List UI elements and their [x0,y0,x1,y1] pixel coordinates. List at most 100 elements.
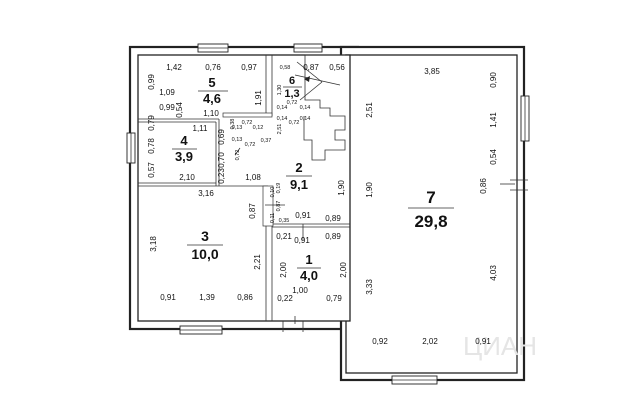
dim-label: 0,99 [159,103,175,112]
dim-label: 0,91 [294,236,310,245]
dim-label: 0,76 [205,63,221,72]
dim-label: 1,11 [193,124,209,133]
dim-label: 1,91 [254,90,263,106]
dim-label: 3,18 [149,236,158,252]
dim-label: 0,14 [277,116,288,122]
dim-label: 0,79 [147,115,156,131]
dim-label: 0,57 [147,162,156,178]
dim-label: 1,00 [292,286,308,295]
room-5-label: 5 4,6 [198,75,228,106]
dim-label: 0,72 [287,100,298,106]
dim-label: 1,10 [203,109,219,118]
dim-label: 0,10 [270,187,276,198]
dim-label: 0,72 [235,150,241,161]
dim-label: 3,85 [424,67,440,76]
room-2-area: 9,1 [290,177,308,192]
door-4 [234,147,241,156]
dim-label: 2,02 [422,337,438,346]
dim-label: 0,70 [217,152,226,168]
room-7-inner-wall [345,54,518,374]
dim-label: 3,33 [365,279,374,295]
room-7-label: 7 29,8 [408,188,454,231]
room-4-area: 3,9 [175,149,193,164]
dim-label: 0,37 [261,138,272,144]
room-4-number: 4 [180,133,188,148]
watermark: ЦИАН [463,331,537,361]
dim-label: 0,97 [241,63,257,72]
dim-label: 2,00 [339,262,348,278]
dim-label: 0,89 [325,214,341,223]
dim-label: 0,35 [279,218,290,224]
dim-label: 2,21 [253,254,262,270]
dim-label: 0,38 [230,119,236,130]
dim-label: 2,51 [365,102,374,118]
dim-label: 0,12 [253,125,264,131]
room-3-area: 10,0 [191,246,218,262]
dim-label: 0,21 [276,232,292,241]
dim-label: 0,91 [160,293,176,302]
room-5-number: 5 [208,75,215,90]
dim-label: 0,92 [372,337,388,346]
dim-label: 0,23 [217,168,226,184]
dim-label: 2,51 [277,124,283,135]
dim-label: 0,22 [277,294,293,303]
dim-label: 0,13 [232,137,243,143]
entrance-marker [282,179,528,332]
room-7-number: 7 [426,188,435,207]
dim-label: 0,72 [245,142,256,148]
dim-label: 1,41 [489,112,498,128]
room-6-number: 6 [289,75,295,87]
dim-label: 0,13 [232,125,243,131]
dim-label: 1,08 [245,173,261,182]
dim-label: 0,72 [289,120,300,126]
dim-label: 0,86 [479,178,488,194]
dim-label: 1,39 [199,293,215,302]
room-7-area: 29,8 [414,212,447,231]
room-2-label: 2 9,1 [286,160,312,192]
room-3-label: 3 10,0 [187,228,223,262]
dim-label: 0,87 [248,203,257,219]
staircase [294,54,346,161]
dim-label: 0,87 [276,201,282,212]
dim-label: 1,90 [365,182,374,198]
dim-label: 3,16 [198,189,214,198]
dim-label: 0,72 [242,120,253,126]
dim-label: 0,11 [270,213,276,223]
dim-label: 0,78 [147,138,156,154]
room-4-label: 4 3,9 [172,133,197,164]
room-1-number: 1 [305,252,312,267]
dim-label: 1,09 [159,88,175,97]
dim-label: 4,03 [489,265,498,281]
room-6-area: 1,3 [284,88,299,100]
dim-label: 1,90 [337,180,346,196]
room-1-area: 4,0 [300,268,318,283]
dim-label: 1,42 [166,63,182,72]
dim-label: 0,87 [303,63,319,72]
dim-label: 0,14 [300,105,311,111]
door-2-3 [262,185,274,227]
dim-label: 0,58 [280,65,291,71]
dim-label: 1,30 [277,85,283,96]
dim-label: 0,19 [276,183,282,194]
room-5-area: 4,6 [203,91,221,106]
dim-label: 0,91 [295,211,311,220]
dim-label: 0,14 [300,116,311,122]
dim-label: 0,54 [489,149,498,165]
room-6-label: 6 1,3 [283,75,302,100]
dim-label: 0,86 [237,293,253,302]
dim-label: 0,90 [489,72,498,88]
room-2-number: 2 [295,160,302,175]
dim-label: 0,91 [475,337,491,346]
dim-label: 0,56 [329,63,345,72]
dim-label: 2,00 [279,262,288,278]
dim-label: 0,54 [175,102,184,118]
dim-label: 0,69 [217,129,226,145]
room-1-label: 1 4,0 [297,252,321,283]
dim-label: 0,14 [277,105,288,111]
left-block-inner-wall [137,54,351,322]
partition-6 [222,112,273,118]
dim-label: 2,10 [179,173,195,182]
room-3-number: 3 [201,228,209,244]
dim-label: 0,99 [147,74,156,90]
